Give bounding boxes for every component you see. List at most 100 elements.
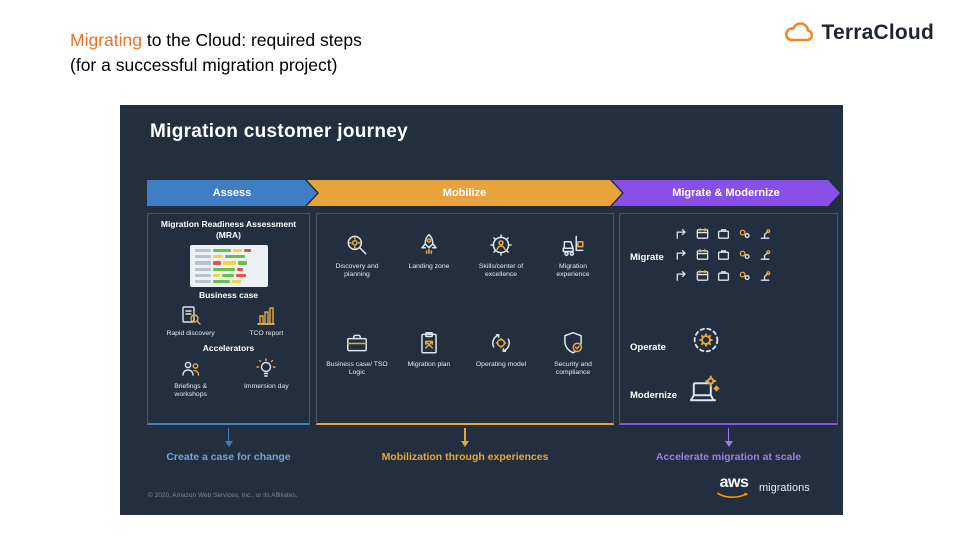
calendar-icon <box>696 269 709 281</box>
mobilize-item-label: Operating model <box>475 360 527 368</box>
forklift-icon <box>562 235 584 256</box>
caption-mobilize: Mobilization through experiences <box>381 451 549 463</box>
mra-chart-row <box>194 267 263 271</box>
migrate-pipeline <box>674 226 773 283</box>
business-case-items: Rapid discovery TCO report <box>148 304 309 338</box>
mobilize-item-operating-model: Operating model <box>465 322 537 420</box>
shield-check-icon <box>564 331 583 354</box>
cycle-gear-icon <box>492 333 510 352</box>
copyright-text: © 2020, Amazon Web Services, Inc., or it… <box>148 492 298 499</box>
people-icon <box>181 361 199 376</box>
assess-item-label: Immersion day <box>244 382 289 390</box>
slide-title-rest: to the Cloud: required steps <box>141 30 362 50</box>
accelerators-title: Accelerators <box>202 342 255 353</box>
mobilize-item-discovery-planning: Discovery and planning <box>321 224 393 322</box>
migrate-pipeline-row <box>674 268 773 283</box>
assess-item-immersion-day: Immersion day <box>233 357 299 400</box>
mobilize-item-label: Migration experience <box>556 263 590 279</box>
mobilize-item-landing-zone: Landing zone <box>393 224 465 322</box>
caption-assess: Create a case for change <box>166 451 291 463</box>
lightbulb-icon <box>256 357 277 377</box>
caption-migrate: Accelerate migration at scale <box>655 451 802 463</box>
mobilize-item-skills-coe: Skills/center of excellence <box>465 224 537 322</box>
slide-title-accent: Migrating <box>70 30 142 50</box>
slide-title-line2: (for a successful migration project) <box>70 54 338 75</box>
mobilize-item-label: Landing zone <box>408 263 450 270</box>
aws-logo-text: aws <box>719 474 749 491</box>
aws-migrations-label: migrations <box>759 482 810 494</box>
migrate-row-label: Migrate <box>630 252 664 263</box>
flow-arrow-migrate <box>724 428 734 447</box>
modernize-laptop-gear-icon <box>689 375 720 402</box>
modernize-row-label: Modernize <box>630 390 677 401</box>
briefcase-icon <box>347 334 367 351</box>
mra-chart <box>189 245 268 288</box>
mobilize-item-label: Security and compliance <box>554 360 592 376</box>
rocket-icon <box>421 233 437 254</box>
bar-chart-icon <box>257 307 276 325</box>
mobilize-item-migration-experience: Migration experience <box>537 224 609 322</box>
package-icon <box>717 229 730 239</box>
phase-banner-assess: Assess <box>147 180 317 206</box>
slide-title-line1: Migrating to the Cloud: required steps <box>70 28 362 53</box>
document-magnifier-icon <box>181 306 201 325</box>
phase-banner-migrate: Migrate & Modernize <box>612 180 840 206</box>
gear-person-icon <box>490 234 512 256</box>
operate-row-label: Operate <box>630 342 666 353</box>
mobilize-box: Discovery and planning Landing zone Skil… <box>316 213 614 425</box>
migrate-pipeline-row <box>674 226 773 241</box>
gears-icon <box>739 229 750 239</box>
phase-banner-mobilize: Mobilize <box>307 180 622 206</box>
terracloud-logo: TerraCloud <box>780 20 934 46</box>
mra-chart-row <box>194 255 263 259</box>
assess-item-tco-report: TCO report <box>233 304 299 338</box>
assess-item-label: Briefings & workshops <box>174 382 208 399</box>
flow-arrow-assess <box>224 428 234 447</box>
mobilize-item-label: Migration plan <box>407 360 451 368</box>
journey-panel: Migration customer journey Assess Mobili… <box>120 105 843 515</box>
gears-icon <box>739 250 750 260</box>
mobilize-item-label: Discovery and planning <box>335 263 379 279</box>
slide-title: Migrating to the Cloud: required steps (… <box>70 28 362 77</box>
mobilize-item-label: Skills/center of excellence <box>478 263 524 279</box>
mobilize-item-security-compliance: Security and compliance <box>537 322 609 420</box>
mobilize-item-label: Business case/ TSO Logic <box>326 360 388 376</box>
business-case-title: Business case <box>198 290 259 301</box>
robot-arm-icon <box>760 229 771 239</box>
calendar-icon <box>696 227 709 239</box>
gears-icon <box>739 271 750 281</box>
aws-smile-icon <box>716 492 749 498</box>
mra-chart-row <box>194 273 263 277</box>
migrate-box: Migrate <box>619 213 838 425</box>
magnifier-gear-icon <box>347 235 367 255</box>
assess-item-label: Rapid discovery <box>166 330 215 338</box>
assess-item-label: TCO report <box>249 330 284 338</box>
aws-logo-mark: aws <box>716 475 752 501</box>
logo-text: TerraCloud <box>821 21 934 44</box>
assess-item-briefings: Briefings & workshops <box>158 357 224 400</box>
aws-migrations-logo: aws migrations <box>716 475 810 501</box>
robot-arm-icon <box>760 271 771 281</box>
corner-arrow-icon <box>676 229 686 239</box>
robot-arm-icon <box>760 250 771 260</box>
assess-box: Migration Readiness Assessment (MRA) Bus… <box>147 213 310 425</box>
mra-title: Migration Readiness Assessment (MRA) <box>160 219 297 241</box>
panel-title: Migration customer journey <box>150 121 409 142</box>
mra-chart-row <box>194 279 263 284</box>
mobilize-item-business-case: Business case/ TSO Logic <box>321 322 393 420</box>
operate-gear-circle-icon <box>693 327 719 353</box>
clipboard-arrows-icon <box>421 331 437 354</box>
mra-chart-row <box>194 261 263 265</box>
accelerator-items: Briefings & workshops Immersion day <box>148 357 309 400</box>
mobilize-item-migration-plan: Migration plan <box>393 322 465 420</box>
package-icon <box>717 271 730 281</box>
corner-arrow-icon <box>676 271 686 281</box>
mra-chart-row <box>194 249 263 253</box>
assess-item-rapid-discovery: Rapid discovery <box>158 304 224 338</box>
flow-arrow-mobilize <box>460 428 470 447</box>
migrate-pipeline-row <box>674 247 773 262</box>
package-icon <box>717 250 730 260</box>
calendar-icon <box>696 248 709 260</box>
cloud-icon <box>784 22 813 42</box>
